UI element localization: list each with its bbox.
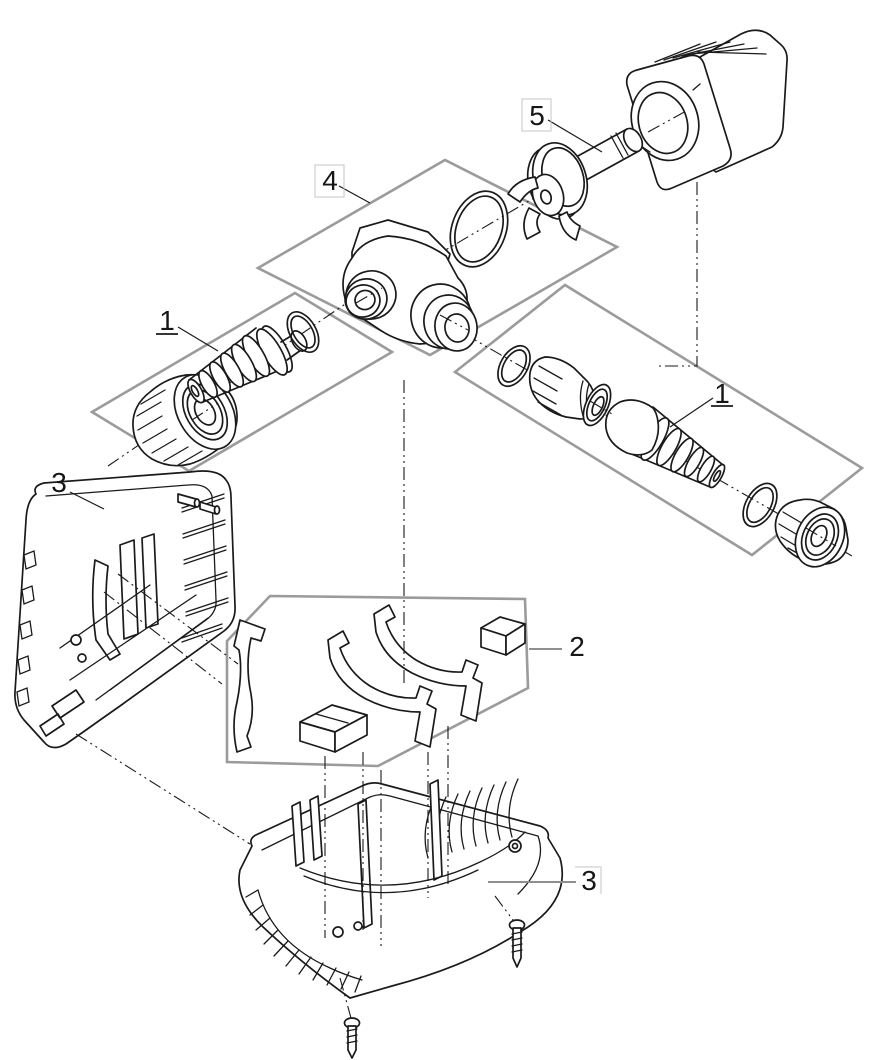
o-ring-right-outer (742, 482, 778, 528)
threaded-adapter (528, 356, 612, 427)
clamp-set-drawing (233, 604, 526, 753)
o-ring-left (286, 311, 320, 353)
hose-tail-left (187, 325, 308, 404)
pump-housing-drawing (342, 219, 478, 352)
lower-shell-drawing (238, 778, 564, 999)
clamp-block-right (480, 616, 526, 656)
clamp-strip (233, 619, 266, 753)
group-box-connector-right (452, 283, 865, 557)
impeller-blade (523, 207, 541, 240)
callout-number: 3 (51, 467, 67, 498)
knurl-lines (136, 389, 203, 466)
shell-edge-ribs (16, 550, 37, 707)
callout-1-left: 1 (156, 305, 219, 352)
clamp-yoke (373, 604, 483, 722)
connector-assembly-left-drawing (132, 311, 320, 467)
callout-number: 1 (714, 378, 730, 409)
motor-block-drawing (625, 29, 788, 191)
impeller-blade (507, 176, 539, 203)
part-group-boxes (89, 158, 865, 768)
shell-fin-band (245, 889, 362, 993)
callout-number: 3 (581, 865, 597, 896)
rotor-impeller-unit-drawing (507, 127, 644, 241)
o-ring-large-drawing (449, 190, 509, 268)
callout-5: 5 (521, 98, 603, 153)
union-nut-right (774, 498, 849, 568)
shell-vent-slots (181, 493, 229, 643)
impeller-blade (558, 211, 581, 241)
screw-icon (508, 919, 526, 968)
upper-shell-drawing (14, 470, 236, 749)
hose-tail-right (604, 399, 726, 489)
callout-number: 2 (569, 631, 585, 662)
o-ring-right-inner (497, 344, 531, 388)
clamp-block-lower (299, 704, 368, 753)
motor-rib-lines (654, 41, 767, 63)
callout-3-lower: 3 (488, 865, 602, 896)
callout-1-right: 1 (669, 378, 733, 428)
group-box-clamps (225, 594, 530, 768)
callout-labels: 1 1 2 3 3 4 5 (51, 98, 733, 896)
screw-icon (343, 1017, 361, 1059)
callout-number: 1 (159, 305, 175, 336)
callout-number: 4 (322, 165, 338, 196)
callout-3-upper: 3 (51, 467, 105, 510)
clamp-yoke (327, 630, 437, 748)
callout-4: 4 (314, 164, 371, 204)
connector-assembly-right-drawing (497, 344, 849, 568)
callout-2: 2 (529, 631, 585, 662)
alignment-dash-lines (75, 109, 837, 1019)
callout-number: 5 (529, 100, 545, 131)
